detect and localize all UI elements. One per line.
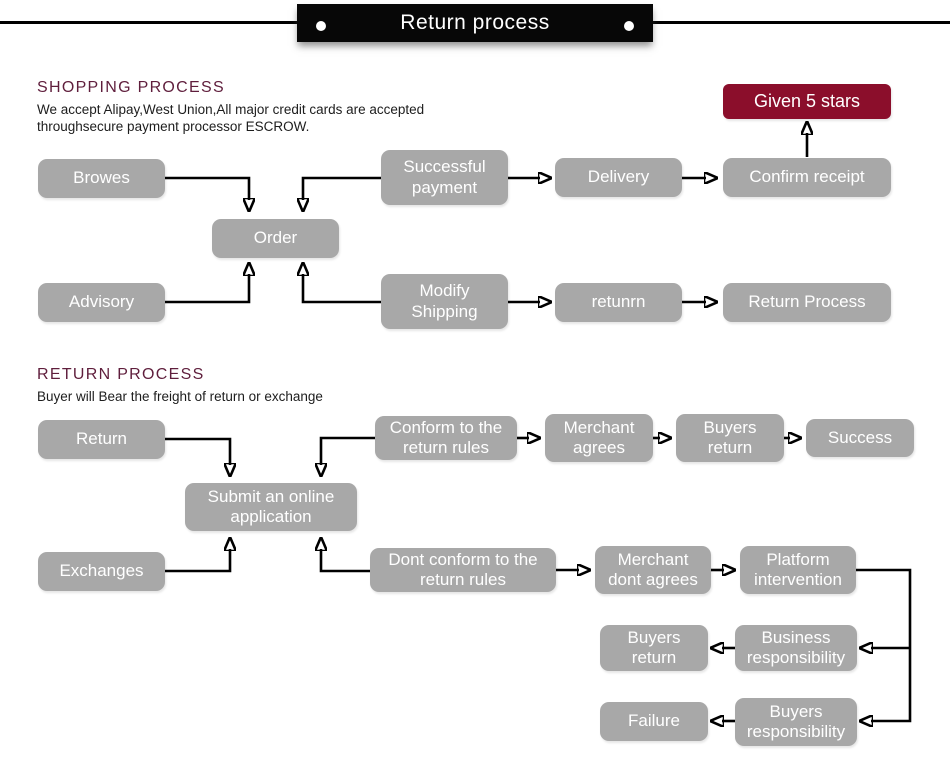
return-section-heading: RETURN PROCESS <box>37 366 205 383</box>
node-buyers-responsibility: Buyers responsibility <box>735 698 857 746</box>
shopping-subtitle-line1: We accept Alipay,West Union,All major cr… <box>37 102 425 117</box>
node-exchanges: Exchanges <box>38 552 165 591</box>
node-given-5-stars: Given 5 stars <box>723 84 891 119</box>
arrow-modify-shipping-to-order <box>303 274 381 304</box>
arrow-successful-payment-to-order <box>303 176 381 200</box>
title-ribbon: Return process <box>297 4 653 42</box>
node-failure: Failure <box>600 702 708 741</box>
node-dont-conform-to-return-rules: Dont conform to the return rules <box>370 548 556 592</box>
node-buyers-return: Buyers return <box>676 414 784 462</box>
arrow-dont-conform-to-submit-application <box>321 549 370 573</box>
ribbon-dot-right-icon <box>624 21 634 31</box>
arrow-conform-rules-to-submit-application <box>321 436 375 465</box>
node-confirm-receipt: Confirm receipt <box>723 158 891 197</box>
arrow-advisory-to-order <box>165 274 249 304</box>
node-buyers-return-2: Buyers return <box>600 625 708 671</box>
node-browes: Browes <box>38 159 165 198</box>
node-business-responsibility: Business responsibility <box>735 625 857 671</box>
page-title: Return process <box>400 11 550 34</box>
node-conform-to-return-rules: Conform to the return rules <box>375 416 517 460</box>
arrow-exchanges-to-submit-application <box>165 549 230 573</box>
node-return-process: Return Process <box>723 283 891 322</box>
node-order: Order <box>212 219 339 258</box>
node-return: Return <box>38 420 165 459</box>
node-merchant-dont-agrees: Merchant dont agrees <box>595 546 711 594</box>
node-merchant-agrees: Merchant agrees <box>545 414 653 462</box>
node-successful-payment: Successful payment <box>381 150 508 205</box>
node-delivery: Delivery <box>555 158 682 197</box>
node-retunrn: retunrn <box>555 283 682 322</box>
arrow-browes-to-order <box>165 176 249 200</box>
node-success: Success <box>806 419 914 457</box>
arrow-return-to-submit-application <box>165 437 230 465</box>
return-section-subtitle: Buyer will Bear the freight of return or… <box>37 389 323 404</box>
shopping-section-heading: SHOPPING PROCESS <box>37 79 225 96</box>
node-modify-shipping: Modify Shipping <box>381 274 508 329</box>
arrow-platform-to-buyers-responsibility <box>856 568 912 721</box>
shopping-section-subtitle: We accept Alipay,West Union,All major cr… <box>37 101 424 135</box>
node-platform-intervention: Platform intervention <box>740 546 856 594</box>
shopping-subtitle-line2: throughsecure payment processor ESCROW. <box>37 119 310 134</box>
node-advisory: Advisory <box>38 283 165 322</box>
node-submit-online-application: Submit an online application <box>185 483 357 531</box>
ribbon-dot-left-icon <box>316 21 326 31</box>
